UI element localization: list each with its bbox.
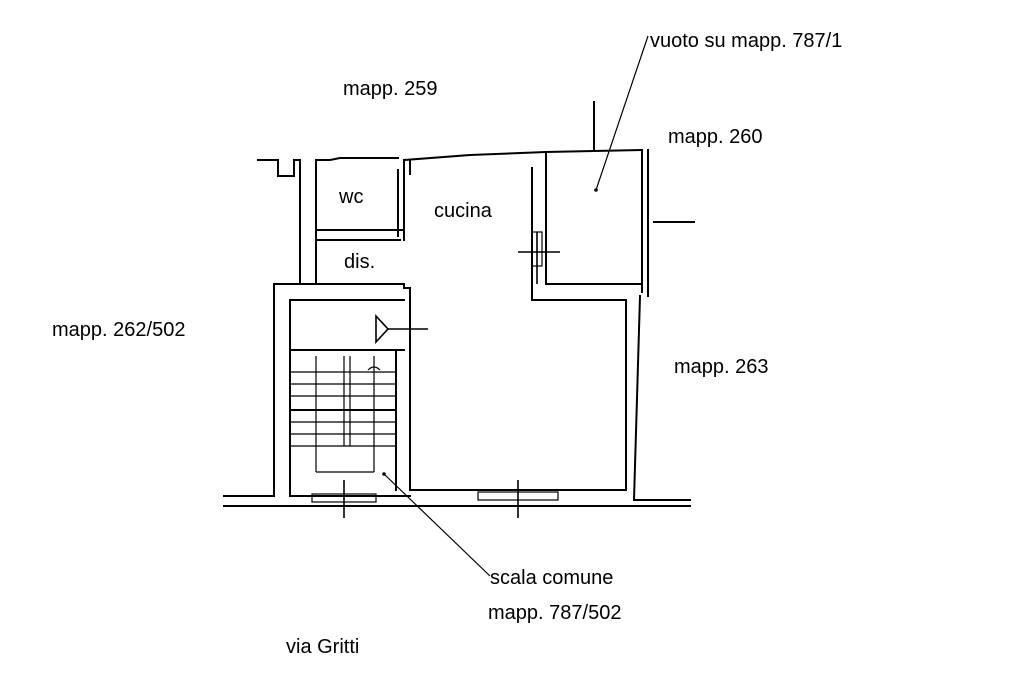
fixtures	[311, 231, 560, 518]
label-scala-comune: scala comune	[490, 567, 613, 589]
walls	[223, 101, 695, 507]
label-mapp-262: mapp. 262/502	[52, 319, 185, 341]
label-vuoto: vuoto su mapp. 787/1	[650, 30, 842, 52]
label-mapp-260: mapp. 260	[668, 126, 763, 148]
label-via-gritti: via Gritti	[286, 636, 359, 658]
label-wc: wc	[338, 186, 363, 208]
label-mapp-259: mapp. 259	[343, 78, 438, 100]
label-mapp-787-502: mapp. 787/502	[488, 602, 621, 624]
label-mapp-263: mapp. 263	[674, 356, 769, 378]
leaders	[382, 35, 649, 577]
staircase	[289, 356, 397, 473]
label-dis: dis.	[344, 251, 375, 273]
label-cucina: cucina	[434, 200, 493, 222]
